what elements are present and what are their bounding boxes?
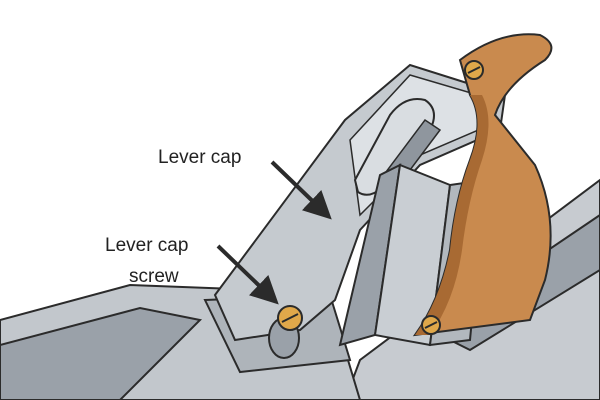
lever-cap-lever [353, 98, 435, 196]
lever-cap-screw [268, 305, 303, 359]
tote-handle-shade [415, 95, 489, 335]
lever-cap-screw-arrow [216, 244, 279, 305]
plane-sole-left [0, 306, 203, 400]
tote-top-screw [464, 60, 484, 80]
tote-bottom-screw [421, 315, 441, 335]
lever-cap-label: Lever cap [158, 147, 242, 168]
lever-cap-screw-label-line1: Lever cap [105, 235, 189, 256]
lever-cap-screw-label-line2: screw [129, 266, 179, 287]
lever-cap-arrow [270, 160, 332, 220]
